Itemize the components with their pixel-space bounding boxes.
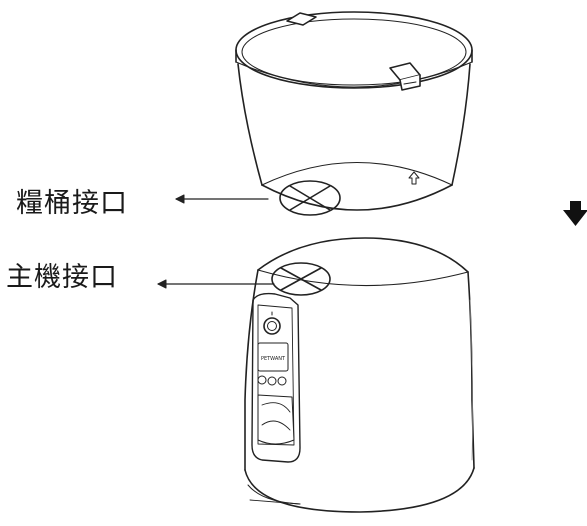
panel-button-2 (267, 376, 277, 386)
power-button (263, 311, 281, 335)
main-unit-leader-line (157, 279, 275, 289)
panel-button-1 (257, 375, 267, 385)
food-bucket (235, 11, 473, 216)
control-panel (251, 292, 301, 463)
bucket-leader-line (175, 194, 269, 204)
bucket-interface-label: 糧桶接口 (16, 188, 128, 219)
main-unit-interface-label: 主機接口 (6, 262, 118, 293)
main-unit-interface-port (271, 262, 331, 296)
panel-brand-text: PETWANT (261, 356, 286, 362)
lid-clip-back (286, 12, 317, 26)
bucket-interface-port (279, 180, 341, 216)
main-unit (244, 237, 475, 513)
bucket-lid (235, 11, 473, 89)
panel-button-3 (277, 376, 287, 386)
up-arrow-icon (408, 171, 420, 185)
down-arrow-icon (563, 201, 587, 226)
display-window (257, 342, 289, 372)
